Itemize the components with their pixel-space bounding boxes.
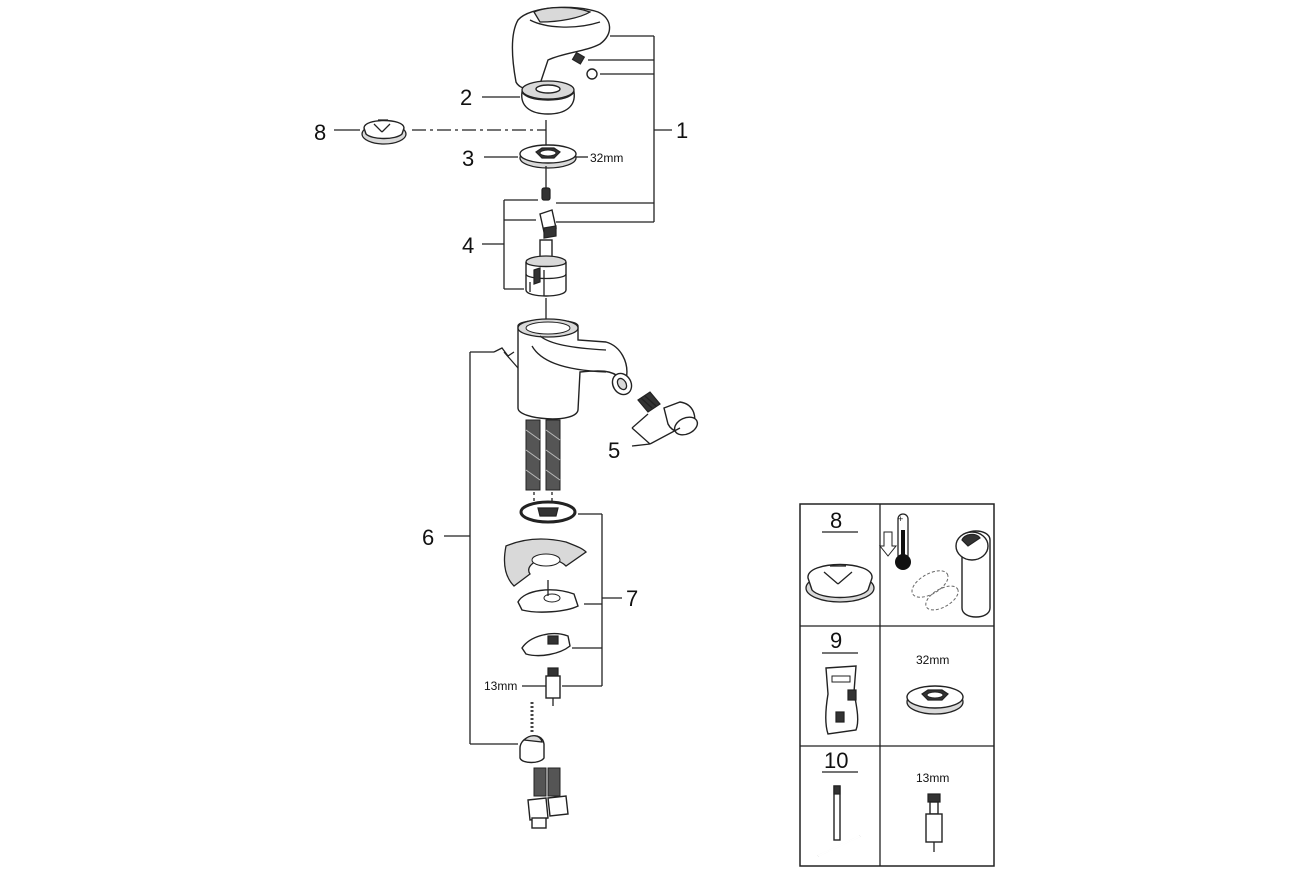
part-adapter bbox=[539, 209, 557, 239]
part-clamp bbox=[521, 632, 571, 657]
part-tool-cap bbox=[361, 119, 407, 145]
part-small-screw bbox=[541, 187, 551, 201]
panel-number-10: 10 bbox=[824, 748, 848, 773]
leader-6 bbox=[444, 351, 518, 745]
callout-8: 8 bbox=[314, 120, 326, 145]
part-lift-rod bbox=[493, 347, 519, 369]
callout-4: 4 bbox=[462, 233, 474, 258]
fitting-13mm-icon bbox=[925, 793, 943, 852]
dimension-nut: 32mm bbox=[590, 151, 623, 165]
part-tap-body bbox=[517, 318, 633, 420]
panel-size-13mm: 13mm bbox=[916, 771, 949, 785]
callout-5: 5 bbox=[608, 438, 620, 463]
part-lever-handle bbox=[511, 6, 611, 90]
part-hex-nut bbox=[519, 144, 577, 169]
part-fitting-13mm bbox=[545, 667, 561, 706]
part-hoses bbox=[525, 419, 561, 491]
part-o-ring bbox=[519, 500, 577, 524]
part-set-screw bbox=[571, 51, 598, 80]
dimension-fitting: 13mm bbox=[484, 679, 517, 693]
tool-cap-icon bbox=[805, 563, 875, 603]
panel-number-9: 9 bbox=[830, 628, 842, 653]
part-washer-plate bbox=[517, 580, 579, 613]
part-knob bbox=[519, 735, 545, 764]
callout-2: 2 bbox=[460, 85, 472, 110]
part-gasket bbox=[503, 538, 588, 587]
hex-key-icon bbox=[817, 785, 861, 857]
leader-5 bbox=[631, 413, 681, 447]
leader-1 bbox=[556, 35, 672, 223]
lever-handle-icon bbox=[911, 530, 991, 618]
callout-1: 1 bbox=[676, 118, 688, 143]
socket-wrench-icon bbox=[825, 665, 859, 735]
part-hose-ends bbox=[527, 767, 569, 829]
thermometer-cold-icon: + bbox=[878, 513, 911, 570]
nut-32mm-icon bbox=[906, 685, 964, 715]
svg-text:+: + bbox=[898, 514, 903, 524]
callout-3: 3 bbox=[462, 146, 474, 171]
part-cover-cap bbox=[521, 80, 575, 115]
callout-6: 6 bbox=[422, 525, 434, 550]
part-aerator bbox=[637, 391, 699, 436]
part-cartridge bbox=[525, 239, 567, 297]
leader-4 bbox=[482, 199, 538, 290]
callout-7: 7 bbox=[626, 586, 638, 611]
panel-size-32mm: 32mm bbox=[916, 653, 949, 667]
leader-7 bbox=[562, 513, 622, 687]
panel-number-8: 8 bbox=[830, 508, 842, 533]
